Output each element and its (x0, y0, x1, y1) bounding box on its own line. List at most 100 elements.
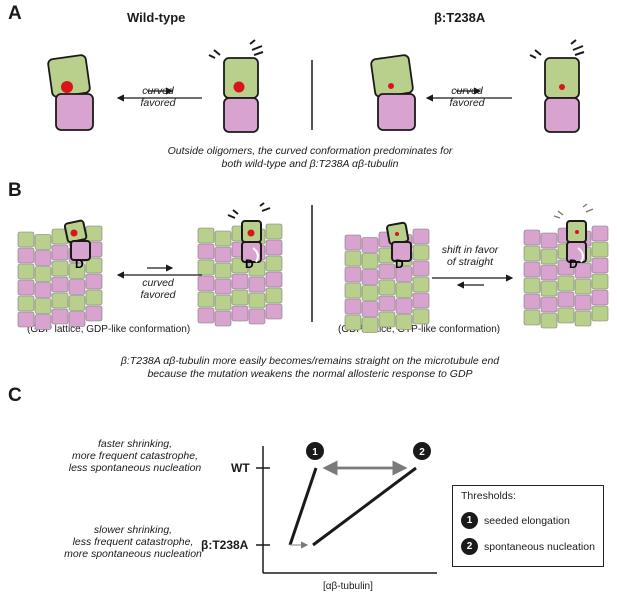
alpha-subunit (370, 54, 414, 98)
tubulin-subunit (557, 275, 575, 292)
panel-b-right-arrow-label: shift in favor of straight (441, 244, 499, 268)
tubulin-subunit (197, 291, 215, 308)
tubulin-subunit (591, 273, 609, 290)
gdp-label-3: D (395, 257, 404, 271)
mutant-title: β:T238A (434, 10, 486, 25)
tubulin-subunit (51, 308, 69, 325)
tubulin-subunit (540, 232, 558, 249)
tubulin-subunit (34, 250, 52, 266)
tubulin-subunit (412, 292, 430, 309)
tubulin-subunit (574, 278, 592, 295)
tubulin-subunit (214, 246, 232, 263)
tubulin-subunit (412, 228, 430, 245)
tubulin-subunit (51, 276, 69, 293)
tubulin-subunit (344, 314, 362, 331)
wt-curved-dimer (47, 54, 94, 131)
marker-1-label: 1 (312, 447, 318, 458)
panel-c-letter: C (8, 385, 22, 406)
tubulin-subunit (574, 294, 592, 311)
seeded-threshold-line (288, 467, 318, 546)
tubulin-subunit (344, 266, 362, 283)
legend-item-spontaneous: 2 spontaneous nucleation (461, 538, 595, 555)
legend-label-seeded: seeded elongation (484, 514, 570, 527)
panel-b-caption: β:T238A αβ-tubulin more easily becomes/r… (120, 355, 500, 380)
tubulin-subunit (344, 282, 362, 299)
panel-b-left-caption: (GDP lattice, GDP-like conformation) (27, 324, 191, 335)
tubulin-subunit (17, 231, 35, 248)
tubulin-subunit (68, 311, 86, 327)
tubulin-subunit (523, 293, 541, 310)
x-axis-label: [αβ-tubulin] (323, 581, 373, 592)
tubulin-subunit (265, 239, 283, 256)
tubulin-subunit (557, 307, 575, 324)
panel-a-letter: A (8, 3, 22, 24)
tubulin-subunit (68, 279, 86, 295)
nucleotide-dot (233, 81, 245, 93)
tubulin-subunit (231, 305, 249, 322)
tubulin-subunit (591, 289, 609, 306)
tubulin-subunit (361, 237, 379, 253)
tubulin-subunit (248, 276, 266, 293)
tubulin-subunit (85, 289, 103, 306)
tubulin-subunit (265, 255, 283, 272)
tubulin-subunit (412, 308, 430, 325)
panel-b-left-arrow-label: curved favored (140, 277, 176, 301)
tubulin-subunit (34, 266, 52, 282)
tubulin-subunit (395, 282, 413, 298)
legend-badge-1: 1 (461, 512, 478, 529)
tubulin-subunit (231, 273, 249, 290)
tubulin-subunit (265, 271, 283, 288)
tubulin-subunit (412, 276, 430, 293)
mutant-straight-dimer (529, 39, 585, 133)
tubulin-subunit (248, 308, 266, 325)
tubulin-subunit (395, 298, 413, 314)
panel-b-letter: B (8, 180, 22, 201)
tubulin-subunit (361, 269, 379, 285)
tubulin-subunit (17, 279, 35, 296)
left-lattice-tip-dimer: D (63, 219, 91, 271)
tubulin-subunit (540, 248, 558, 265)
panel-c-bottom-text: slower shrinking, less frequent catastro… (64, 524, 202, 560)
panel-b-right-caption: (GDP lattice, GTP-like conformation) (338, 324, 501, 335)
wt-straight-dimer (208, 39, 264, 133)
tubulin-subunit (248, 292, 266, 309)
tubulin-subunit (378, 311, 396, 328)
gtp-like-lattice-1 (344, 228, 430, 333)
beta-subunit (544, 97, 580, 133)
tubulin-subunit (17, 263, 35, 280)
tubulin-subunit (17, 247, 35, 264)
tubulin-subunit (197, 243, 215, 260)
tubulin-subunit (85, 273, 103, 290)
tubulin-subunit (34, 282, 52, 298)
tubulin-subunit (34, 234, 52, 250)
tubulin-subunit (361, 253, 379, 269)
tubulin-subunit (197, 227, 215, 244)
tubulin-subunit (265, 223, 283, 240)
tubulin-subunit (214, 310, 232, 327)
y-label-wt: WT (231, 461, 250, 475)
tubulin-subunit (344, 298, 362, 315)
tubulin-subunit (523, 277, 541, 294)
beta-subunit (223, 97, 259, 133)
tubulin-subunit (68, 295, 86, 311)
tubulin-subunit (378, 279, 396, 296)
tubulin-subunit (85, 257, 103, 274)
marker-2 (413, 442, 431, 460)
marker-1 (306, 442, 324, 460)
beta-subunit (377, 93, 416, 131)
legend-title: Thresholds: (461, 490, 516, 502)
tubulin-subunit (85, 225, 103, 242)
tubulin-subunit (51, 292, 69, 309)
tubulin-subunit (378, 263, 396, 280)
tubulin-subunit (540, 312, 558, 329)
legend-badge-2: 2 (461, 538, 478, 555)
tubulin-subunit (344, 250, 362, 267)
tubulin-subunit (412, 244, 430, 261)
tubulin-subunit (523, 229, 541, 246)
tubulin-subunit (523, 261, 541, 278)
tubulin-subunit (34, 314, 52, 330)
gdp-label-2: D (245, 257, 254, 271)
tubulin-subunit (523, 309, 541, 326)
tubulin-subunit (214, 262, 232, 279)
